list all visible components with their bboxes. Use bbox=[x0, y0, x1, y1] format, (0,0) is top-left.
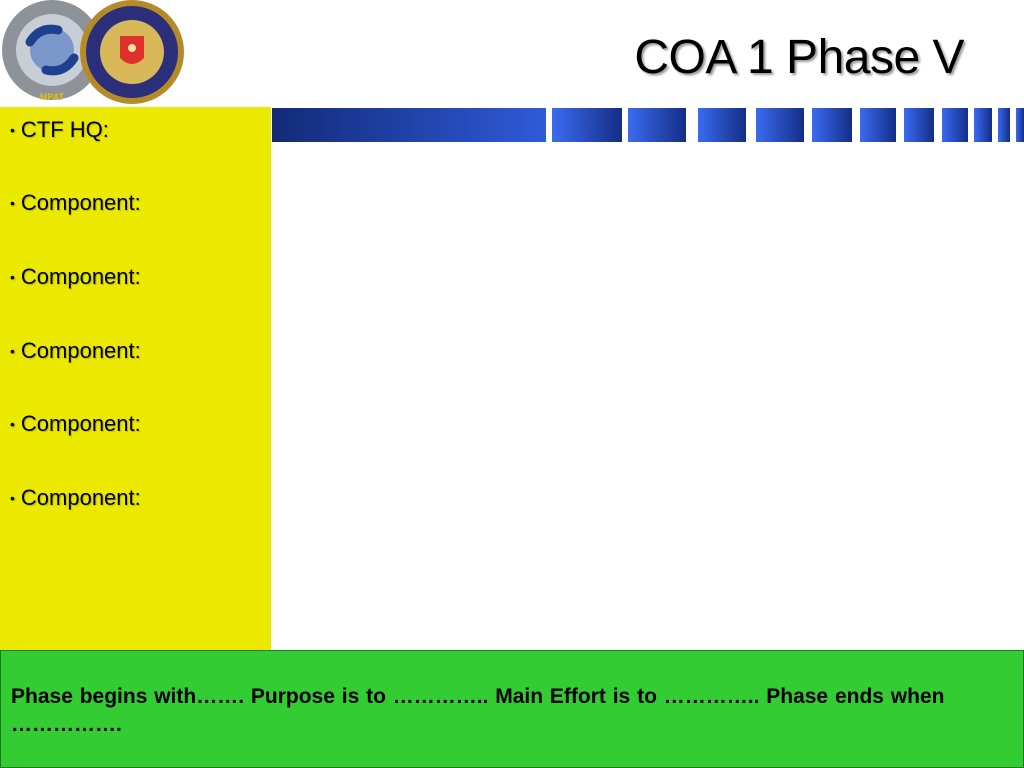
list-item-label: Component: bbox=[20, 338, 141, 363]
list-item-label: Component: bbox=[20, 190, 141, 215]
list-item-component: •Component: bbox=[10, 411, 141, 436]
component-sidebar: •CTF HQ: •Component: •Component: •Compon… bbox=[0, 107, 271, 650]
page-title: COA 1 Phase V bbox=[634, 31, 964, 84]
list-item-label: CTF HQ: bbox=[20, 117, 109, 142]
list-item-component: •Component: bbox=[10, 485, 141, 510]
phase-summary-box: Phase begins with……. Purpose is to ………….… bbox=[0, 650, 1024, 768]
decorative-header-bars bbox=[272, 108, 1024, 142]
list-item-label: Component: bbox=[20, 264, 141, 289]
list-item-component: •Component: bbox=[10, 264, 141, 289]
mpat-logo: MPAT bbox=[2, 0, 184, 104]
list-item-label: Component: bbox=[20, 485, 141, 510]
list-item-component: •Component: bbox=[10, 338, 141, 363]
list-item-component: •Component: bbox=[10, 190, 141, 215]
phase-summary-text: Phase begins with……. Purpose is to ………….… bbox=[11, 685, 945, 736]
list-item-ctf-hq: •CTF HQ: bbox=[10, 117, 109, 142]
list-item-label: Component: bbox=[20, 411, 141, 436]
mpat-logo-bottom: MPAT bbox=[40, 92, 65, 102]
logo-area: MPAT bbox=[0, 0, 200, 108]
